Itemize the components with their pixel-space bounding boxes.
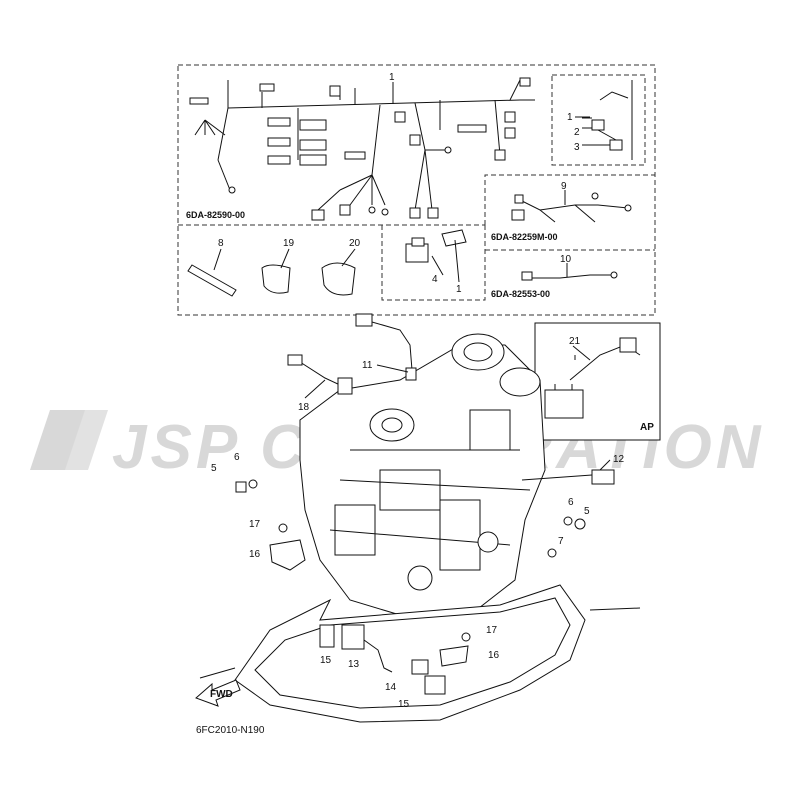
bolts-and-washers (235, 479, 586, 642)
callout-2: 2 (574, 127, 580, 138)
callout-21: 21 (569, 336, 581, 347)
callout-15: 15 (398, 699, 410, 710)
callout-19: 19 (283, 238, 295, 249)
callout-16: 16 (249, 549, 261, 560)
callout-17: 17 (249, 519, 261, 530)
kit-code-harness: 6DA-82590-00 (186, 210, 245, 220)
harness-kit-box (177, 64, 656, 316)
kit-code-sub-harness: 6DA-82259M-00 (491, 232, 558, 242)
engine-block (299, 333, 546, 616)
leader-lines (213, 82, 611, 471)
pad-15a (319, 624, 335, 648)
callout-13: 13 (348, 659, 360, 670)
sensor-12 (521, 469, 615, 485)
cable-tie-8 (187, 264, 237, 297)
pad-15b (424, 675, 446, 695)
bracket-16b (439, 645, 469, 667)
lead-10 (521, 271, 618, 281)
wire-harness (194, 79, 535, 211)
callout-12: 12 (613, 454, 625, 465)
callout-8: 8 (218, 238, 224, 249)
figure-code: 6FC2010-N190 (196, 725, 265, 736)
fwd-arrow-icon (195, 679, 241, 707)
callout-1: 1 (567, 112, 573, 123)
fwd-label: FWD (210, 689, 233, 700)
callout-3: 3 (574, 142, 580, 153)
callout-18: 18 (298, 402, 310, 413)
watermark-logo (30, 410, 108, 470)
callout-7: 7 (558, 536, 564, 547)
kit-code-lead: 6DA-82553-00 (491, 289, 550, 299)
sensor-18 (287, 354, 353, 395)
callout-1: 1 (456, 284, 462, 295)
ap-box (534, 322, 661, 441)
clamp-20 (321, 262, 356, 296)
callout-16: 16 (488, 650, 500, 661)
clamp-19 (261, 264, 291, 294)
callout-15: 15 (320, 655, 332, 666)
callout-11: 11 (362, 360, 373, 371)
harness-connectors (189, 77, 531, 221)
callout-4: 4 (432, 274, 438, 285)
callout-5: 5 (584, 506, 590, 517)
callout-14: 14 (385, 682, 397, 693)
relay-4 (405, 229, 467, 263)
callout-20: 20 (349, 238, 361, 249)
callout-6: 6 (234, 452, 240, 463)
bracket-16a (269, 539, 306, 571)
callout-6: 6 (568, 497, 574, 508)
rectifier-13 (341, 624, 393, 673)
sensor-group-2-3 (582, 80, 633, 160)
callout-10: 10 (560, 254, 572, 265)
callout-9: 9 (561, 181, 567, 192)
ap-label: AP (640, 422, 654, 433)
grommet-14 (411, 659, 429, 675)
callout-5: 5 (211, 463, 217, 474)
callouts: 1 1 2 3 9 10 8 19 20 4 1 11 18 21 12 5 6… (211, 72, 625, 710)
sensor-11 (355, 313, 417, 381)
sub-harness-9 (511, 192, 632, 223)
bottom-cowling (199, 584, 641, 723)
callout-17: 17 (486, 625, 498, 636)
callout-1: 1 (389, 72, 395, 83)
